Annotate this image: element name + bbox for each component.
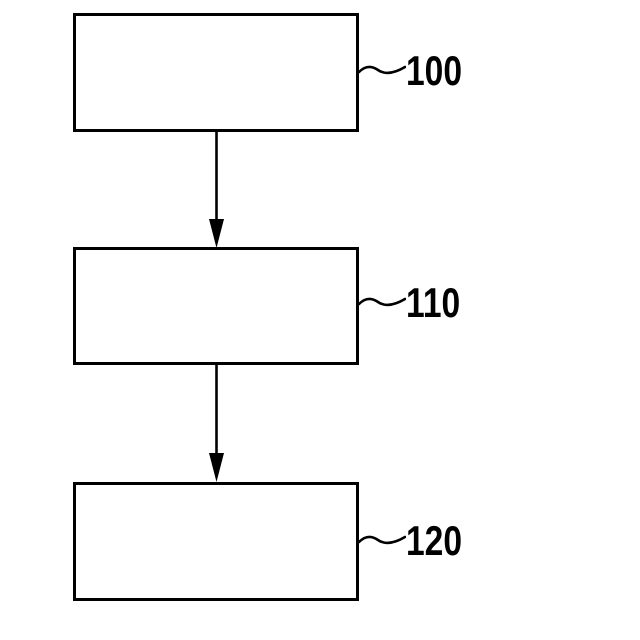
flow-arrow-down-2 bbox=[209, 365, 224, 482]
squiggle-path bbox=[358, 535, 406, 545]
squiggle-connector-icon bbox=[358, 297, 406, 307]
flow-box-100 bbox=[73, 13, 359, 132]
arrowhead-icon bbox=[209, 453, 224, 482]
flow-box-120 bbox=[73, 482, 359, 601]
squiggle-connector-icon bbox=[358, 65, 406, 75]
ref-group-120: 120 bbox=[358, 520, 476, 562]
arrowhead-icon bbox=[209, 219, 224, 248]
ref-group-110: 110 bbox=[358, 282, 474, 324]
ref-label-120: 120 bbox=[406, 517, 463, 564]
squiggle-connector-icon bbox=[358, 535, 406, 545]
ref-label-110: 110 bbox=[406, 279, 461, 326]
ref-group-100: 100 bbox=[358, 50, 476, 92]
squiggle-path bbox=[358, 297, 406, 307]
squiggle-path bbox=[358, 65, 406, 75]
ref-label-100: 100 bbox=[406, 47, 463, 94]
flow-arrow-down-1 bbox=[209, 132, 224, 248]
flow-box-110 bbox=[73, 247, 359, 365]
